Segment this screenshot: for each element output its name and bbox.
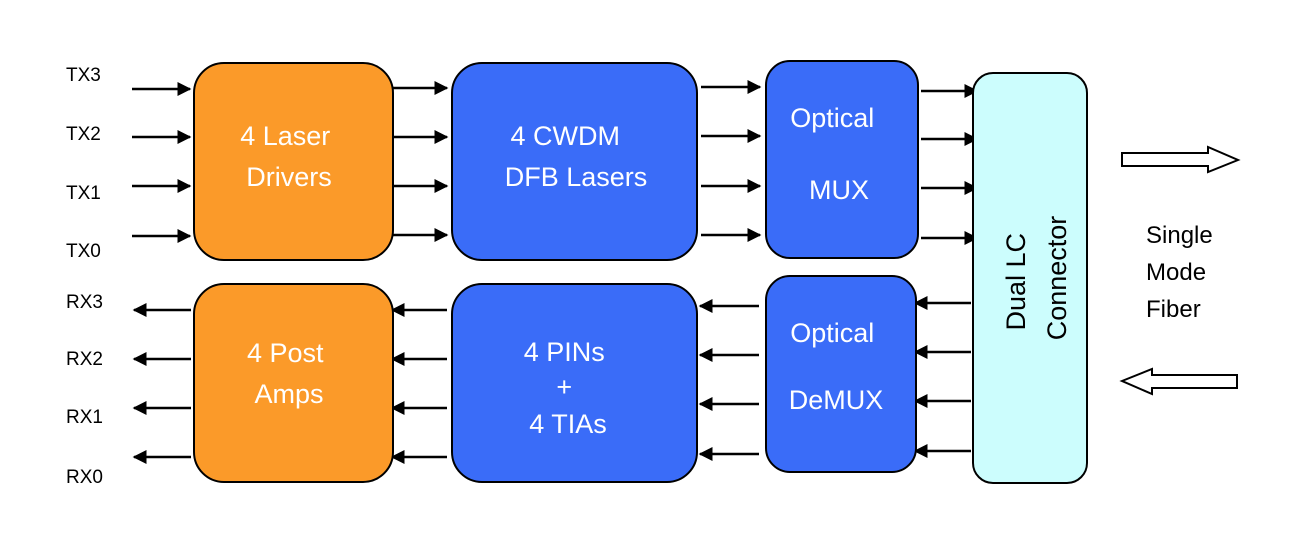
single-mode-fiber-label: Single Mode Fiber [1146,222,1219,323]
rx-signal-labels: RX3 RX2 RX1 RX0 [66,292,103,488]
pins-tias-label: 4 PINs + 4 TIAs [524,337,613,439]
rx-label: RX2 [66,349,103,370]
dual-lc-connector-label: Dual LC Connector [1001,216,1072,341]
cwdm-lasers-block [451,62,698,261]
dual-lc-connector-block [972,72,1088,484]
optical-mux-label: Optical MUX [790,103,882,205]
rx-label: RX0 [66,467,103,488]
fiber-tx-arrow-icon [1121,145,1241,174]
tx-label: TX0 [66,241,101,262]
cwdm-lasers-label: 4 CWDM DFB Lasers [505,121,648,192]
post-amps-label: 4 Post Amps [247,338,331,409]
optical-mux-block [765,60,919,259]
tx-signal-labels: TX3 TX2 TX1 TX0 [66,65,101,262]
tx-label: TX3 [66,65,101,86]
rx-label: RX1 [66,407,103,428]
pins-tias-block [451,283,698,483]
optical-demux-block [765,275,917,473]
laser-drivers-block [193,62,394,261]
fiber-rx-arrow-icon [1119,367,1238,396]
tx-label: TX1 [66,183,101,204]
svg-text:Dual LC Connector: Dual LC Connector [1001,216,1072,341]
laser-drivers-label: 4 Laser Drivers [240,121,338,192]
tx-label: TX2 [66,124,101,145]
rx-label: RX3 [66,292,103,313]
optical-demux-label: Optical DeMUX [789,318,884,415]
signal-arrows [132,80,979,464]
post-amps-block [193,283,394,483]
